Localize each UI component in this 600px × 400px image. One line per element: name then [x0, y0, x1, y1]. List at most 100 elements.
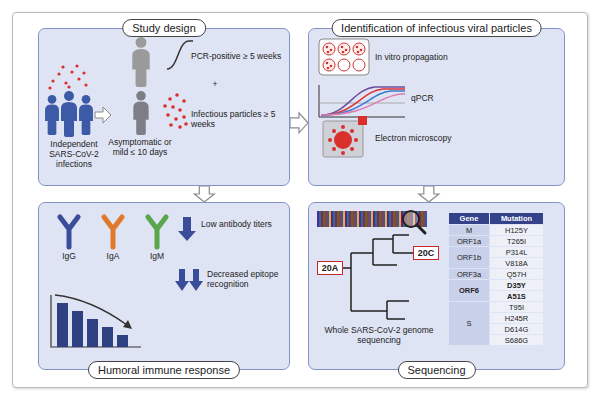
- infectious-particles: [184, 122, 188, 126]
- body-text: Low antibody titers: [201, 219, 283, 229]
- virus-dots: [51, 79, 54, 82]
- virus-dots: [64, 81, 67, 84]
- humoral-panel: Humoral immune responseIgGIgAIgMLow anti…: [38, 202, 290, 370]
- mutation-cell: P314L: [490, 247, 543, 257]
- plate-wells: [323, 43, 335, 55]
- gene-cell: ORF6: [449, 280, 489, 301]
- sequencing-panel: SequencingWhole SARS-CoV-2 genome sequen…: [308, 202, 565, 370]
- mutation-cell: H125Y: [490, 225, 543, 235]
- virion: [332, 147, 336, 151]
- body-text: qPCR: [411, 93, 471, 103]
- patient-figures: [132, 37, 149, 87]
- body-text: Asymptomatic or mild ≤ 10 days: [107, 137, 173, 157]
- mutation-cell: H245R: [490, 313, 543, 323]
- infectious-particles: [175, 93, 179, 97]
- virion: [332, 129, 336, 133]
- body-text: Independent SARS-CoV-2 infections: [39, 139, 109, 169]
- body-text: Decreased epitope recognition: [207, 269, 287, 289]
- block-arrow: [194, 186, 214, 202]
- well-virus: [357, 51, 360, 54]
- plate-wells: [323, 43, 365, 71]
- panel-heading: Identification of infectious viral parti…: [331, 19, 542, 37]
- plate-wells: [353, 59, 365, 71]
- virus-dots: [84, 83, 87, 86]
- infectious-particles: [171, 105, 175, 109]
- mutation-table: GeneMutationMH125YORF1aT265IORF1bP314LV8…: [449, 213, 543, 345]
- plate-wells: [338, 43, 350, 55]
- mutation-cell: D35Y: [490, 280, 543, 290]
- gene-cell: M: [449, 225, 489, 235]
- qpcr-curves: [321, 91, 405, 115]
- virus-dots: [61, 65, 64, 68]
- qpcr-curves: [321, 87, 405, 115]
- well-virus: [330, 49, 333, 52]
- double-down-arrow: [175, 269, 203, 291]
- infectious-particles: [166, 113, 170, 117]
- patient-figures: [133, 91, 148, 135]
- panel-heading: Sequencing: [397, 361, 475, 379]
- block-arrow: [419, 186, 439, 202]
- infectious-particles: [182, 99, 186, 103]
- chart-bars: [117, 335, 128, 347]
- body-text: +: [205, 79, 225, 89]
- well-virus: [341, 46, 344, 49]
- panel-heading: Humoral immune response: [88, 361, 240, 379]
- infectious-particles: [168, 97, 172, 101]
- virus-dots: [48, 64, 87, 89]
- virus-dots: [75, 64, 78, 67]
- infected-people: [45, 95, 59, 135]
- well-virus: [327, 51, 330, 54]
- clade-box: 20A: [317, 261, 343, 275]
- qpcr-curves: [321, 87, 405, 115]
- double-down-arrow: [175, 269, 189, 291]
- well-virus: [327, 67, 330, 70]
- infected-people: [61, 91, 77, 137]
- virus-dots: [67, 85, 70, 88]
- mutation-cell: T265I: [490, 236, 543, 246]
- qpcr-curves: [321, 94, 405, 115]
- well-virus: [326, 46, 363, 70]
- table-header: Gene: [449, 213, 489, 224]
- plate-wells: [353, 43, 365, 55]
- identification-panel: Identification of infectious viral parti…: [308, 28, 565, 186]
- body-text: IgG: [54, 251, 84, 261]
- infectious-particles: [178, 108, 182, 112]
- virion: [350, 129, 354, 133]
- genome-banner: [317, 211, 427, 227]
- small-arrow: [95, 107, 111, 123]
- body-text: Infectious particles ≥ 5 weeks: [191, 109, 286, 129]
- phylogenetic-tree: [343, 235, 413, 319]
- well-virus: [326, 46, 329, 49]
- mutation-cell: A51S: [490, 291, 543, 301]
- virion: [328, 116, 367, 155]
- virus-dots: [82, 71, 85, 74]
- patient-figures: [132, 37, 149, 135]
- qpcr-axes: [319, 85, 405, 117]
- double-down-arrow: [189, 269, 203, 291]
- well-virus: [326, 62, 329, 65]
- body-text: PCR-positive ≥ 5 weeks: [191, 51, 286, 61]
- antibody-iga: [104, 217, 122, 247]
- chart-bars: [57, 303, 128, 347]
- clade-label: 20A: [322, 263, 339, 273]
- gene-cell: ORF3a: [449, 269, 489, 279]
- infectious-particles: [178, 125, 182, 129]
- virion: [354, 138, 358, 142]
- magnifier-handle: [417, 225, 425, 233]
- micrograph: [323, 121, 363, 157]
- infectious-particles: [169, 123, 173, 127]
- mutation-cell: Q57H: [490, 269, 543, 279]
- down-arrow: [178, 217, 196, 241]
- virus-dots: [70, 70, 73, 73]
- infected-people: [79, 95, 93, 135]
- well-virus: [356, 46, 359, 49]
- well-virus: [330, 65, 333, 68]
- pcr-curve: [167, 41, 193, 69]
- virus-dots: [48, 86, 51, 89]
- virus-dots: [57, 72, 60, 75]
- virion: [341, 125, 345, 129]
- body-text: Whole SARS-CoV-2 genome sequencing: [317, 325, 441, 345]
- trend-arrowhead: [123, 320, 132, 329]
- body-text: IgM: [142, 251, 172, 261]
